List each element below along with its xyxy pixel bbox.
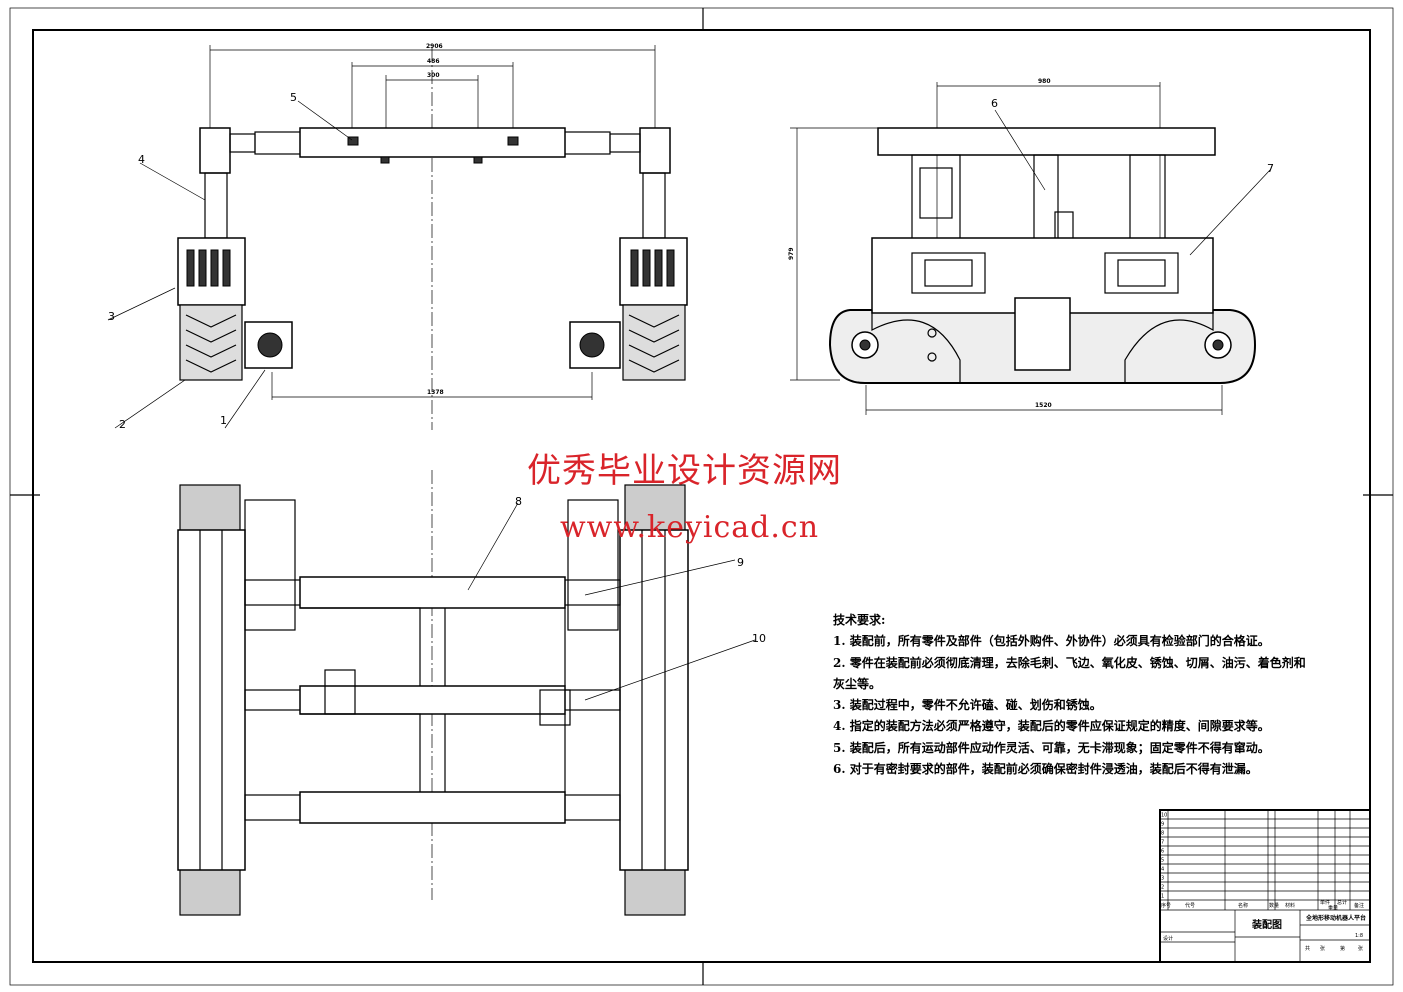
- technical-requirements: 技术要求: 1. 装配前，所有零件及部件（包括外购件、外协件）必须具有检验部门的…: [833, 610, 1306, 780]
- tb-row-num: 5: [1161, 858, 1164, 864]
- requirement-item: 3. 装配过程中，零件不允许磕、碰、划伤和锈蚀。: [833, 698, 1102, 713]
- tb-header-material: 材料: [1285, 902, 1295, 909]
- tb-sheet: 张: [1358, 945, 1363, 952]
- drawing-title: 装配图: [1251, 918, 1282, 931]
- tb-sheet: 共: [1305, 945, 1310, 952]
- requirement-item: 4. 指定的装配方法必须严格遵守，装配后的零件应保证规定的精度、间隙要求等。: [833, 719, 1270, 734]
- tb-row-num: 7: [1161, 840, 1164, 846]
- tb-row-num: 9: [1161, 822, 1164, 828]
- tb-header-unit: 单件: [1320, 899, 1330, 906]
- dim-side-top: 980: [1038, 78, 1051, 85]
- balloon-8: 8: [515, 495, 522, 508]
- requirement-item: 2. 零件在装配前必须彻底清理，去除毛刺、飞边、氧化皮、锈蚀、切屑、油污、着色剂…: [833, 655, 1306, 670]
- tb-row-num: 1: [1161, 894, 1164, 900]
- product-name: 全地形移动机器人平台: [1305, 914, 1366, 922]
- balloon-9: 9: [737, 556, 744, 569]
- dim-side-height: 979: [788, 247, 795, 260]
- tb-header-total: 总计: [1337, 899, 1347, 906]
- balloon-4: 4: [138, 153, 145, 166]
- leader-lines: [107, 100, 1271, 701]
- balloon-10: 10: [752, 632, 766, 645]
- dim-front-mount-inner: 300: [427, 72, 440, 79]
- top-view: [177, 470, 689, 916]
- requirement-item: 1. 装配前，所有零件及部件（包括外购件、外协件）必须具有检验部门的合格证。: [833, 634, 1270, 649]
- tb-row-num: 4: [1161, 867, 1164, 873]
- tb-row-num: 6: [1161, 849, 1164, 855]
- tb-row-num: 8: [1161, 831, 1164, 837]
- balloon-3: 3: [108, 310, 115, 323]
- balloon-6: 6: [991, 97, 998, 110]
- tb-sheet: 第: [1340, 945, 1345, 952]
- requirement-item: 6. 对于有密封要求的部件，装配前必须确保密封件浸透油，装配后不得有泄漏。: [833, 762, 1258, 777]
- tb-header-qty: 数量: [1269, 902, 1279, 909]
- requirements-heading: 技术要求:: [833, 613, 886, 627]
- drawing-frame: [32, 29, 1371, 963]
- tb-row-num: 10: [1161, 813, 1167, 819]
- watermark-url: www.keyicad.cn: [560, 510, 820, 545]
- watermark-text: 优秀毕业设计资源网: [527, 451, 842, 491]
- center-marks: [10, 8, 1393, 985]
- tb-header-code: 代号: [1185, 902, 1195, 909]
- title-block: 序号 代号 名称 数量 材料 单件 总计 重量 备注 10 9 8 7 6 5 …: [1159, 809, 1371, 963]
- tb-sheet: 张: [1320, 945, 1325, 952]
- tb-design: 设计: [1163, 935, 1173, 942]
- tb-header-name: 名称: [1238, 902, 1248, 909]
- outer-border: [9, 7, 1394, 986]
- tb-row-num: 2: [1161, 885, 1164, 891]
- balloon-2: 2: [119, 418, 126, 431]
- side-view: [790, 82, 1257, 415]
- dim-front-bottom: 1378: [427, 389, 444, 396]
- dim-front-mount-outer: 486: [427, 58, 440, 65]
- balloon-1: 1: [220, 414, 227, 427]
- requirement-item: 灰尘等。: [833, 676, 882, 691]
- balloon-7: 7: [1267, 162, 1274, 175]
- tb-scale: 1:8: [1355, 933, 1363, 939]
- tb-header-index: 序号: [1161, 902, 1171, 909]
- tb-header-remark: 备注: [1354, 902, 1364, 909]
- tb-header-weight: 重量: [1328, 905, 1338, 912]
- dim-front-overall: 2906: [426, 43, 443, 50]
- dim-side-bottom: 1520: [1035, 402, 1052, 409]
- balloon-5: 5: [290, 91, 297, 104]
- requirement-item: 5. 装配后，所有运动部件应动作灵活、可靠，无卡滞现象；固定零件不得有窜动。: [833, 740, 1270, 755]
- front-view: [177, 45, 688, 430]
- tb-row-num: 3: [1161, 876, 1164, 882]
